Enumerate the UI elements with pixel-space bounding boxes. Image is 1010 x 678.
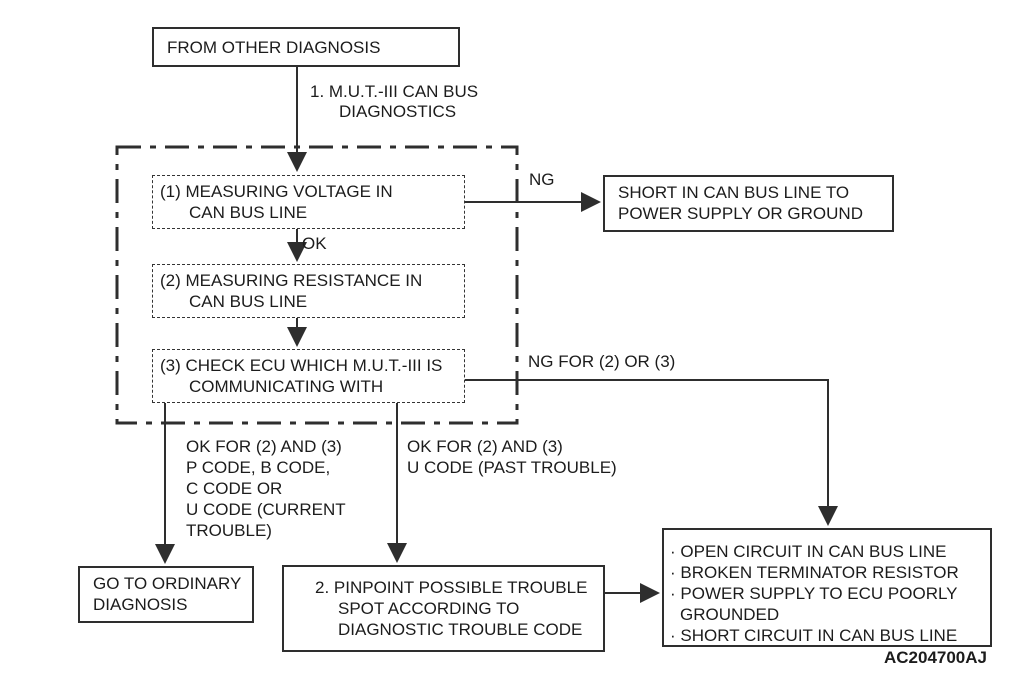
short-in-can-bus-line1: SHORT IN CAN BUS LINE TO bbox=[618, 183, 850, 202]
ok-current-line1: OK FOR (2) AND (3) bbox=[186, 437, 342, 456]
measure-resistance-box: (2) MEASURING RESISTANCE IN CAN BUS LINE bbox=[152, 264, 465, 318]
ordinary-diagnosis-box: GO TO ORDINARY DIAGNOSIS bbox=[78, 566, 254, 623]
pinpoint-line2: SPOT ACCORDING TO bbox=[338, 599, 520, 618]
measure-voltage-box: (1) MEASURING VOLTAGE IN CAN BUS LINE bbox=[152, 175, 465, 229]
causes-box: · OPEN CIRCUIT IN CAN BUS LINE · BROKEN … bbox=[662, 528, 992, 647]
cause-short-circuit: · SHORT CIRCUIT IN CAN BUS LINE bbox=[670, 626, 958, 645]
measure-resistance-line2: CAN BUS LINE bbox=[189, 292, 308, 311]
cause-open-circuit: · OPEN CIRCUIT IN CAN BUS LINE bbox=[670, 542, 947, 561]
measure-voltage-line2: CAN BUS LINE bbox=[189, 203, 308, 222]
check-ecu-box: (3) CHECK ECU WHICH M.U.T.-III IS COMMUN… bbox=[152, 349, 465, 403]
arrow-ng23-to-causes-box bbox=[465, 379, 838, 526]
ordinary-diagnosis-line1: GO TO ORDINARY bbox=[93, 574, 242, 593]
ordinary-diagnosis-line2: DIAGNOSIS bbox=[93, 595, 188, 614]
step1-edge-label-line2: DIAGNOSTICS bbox=[339, 102, 457, 121]
short-in-can-bus-line2: POWER SUPPLY OR GROUND bbox=[618, 204, 863, 223]
ng-label: NG bbox=[529, 170, 555, 189]
ok-past-line2: U CODE (PAST TROUBLE) bbox=[407, 458, 617, 477]
step1-edge-label: 1. M.U.T.-III CAN BUS DIAGNOSTICS bbox=[310, 82, 478, 122]
ok-current-line5: TROUBLE) bbox=[186, 521, 272, 540]
cause-power-supply-cont: GROUNDED bbox=[680, 605, 780, 624]
ok-past-line1: OK FOR (2) AND (3) bbox=[407, 437, 563, 456]
ok-label: OK bbox=[302, 234, 327, 253]
from-other-diagnosis-label: FROM OTHER DIAGNOSIS bbox=[167, 37, 381, 57]
cause-broken-terminator: · BROKEN TERMINATOR RESISTOR bbox=[670, 563, 959, 582]
check-ecu-line2: COMMUNICATING WITH bbox=[189, 377, 384, 396]
ok-current-line2: P CODE, B CODE, bbox=[186, 458, 331, 477]
ok-current-line3: C CODE OR bbox=[186, 479, 283, 498]
pinpoint-line3: DIAGNOSTIC TROUBLE CODE bbox=[338, 620, 583, 639]
step1-edge-label-line1: 1. M.U.T.-III CAN BUS bbox=[310, 82, 479, 101]
pinpoint-trouble-box: 2. PINPOINT POSSIBLE TROUBLE SPOT ACCORD… bbox=[282, 565, 605, 652]
mut3-diagnostics-group-border bbox=[115, 145, 519, 425]
measure-resistance-line1: (2) MEASURING RESISTANCE IN bbox=[160, 271, 423, 290]
figure-code: AC204700AJ bbox=[883, 648, 987, 667]
check-ecu-line1: (3) CHECK ECU WHICH M.U.T.-III IS bbox=[160, 356, 443, 375]
measure-voltage-line1: (1) MEASURING VOLTAGE IN bbox=[160, 182, 393, 201]
ok-current-line4: U CODE (CURRENT bbox=[186, 500, 346, 519]
ok-past-trouble-label: OK FOR (2) AND (3) U CODE (PAST TROUBLE) bbox=[407, 436, 617, 478]
pinpoint-line1: 2. PINPOINT POSSIBLE TROUBLE bbox=[315, 578, 588, 597]
ok-current-trouble-label: OK FOR (2) AND (3) P CODE, B CODE, C COD… bbox=[186, 436, 346, 541]
short-in-can-bus-box: SHORT IN CAN BUS LINE TO POWER SUPPLY OR… bbox=[603, 175, 894, 232]
cause-power-supply: · POWER SUPPLY TO ECU POORLY bbox=[670, 584, 958, 603]
ng-for-2-or-3-label: NG FOR (2) OR (3) bbox=[528, 352, 676, 371]
from-other-diagnosis-box: FROM OTHER DIAGNOSIS bbox=[152, 27, 460, 67]
